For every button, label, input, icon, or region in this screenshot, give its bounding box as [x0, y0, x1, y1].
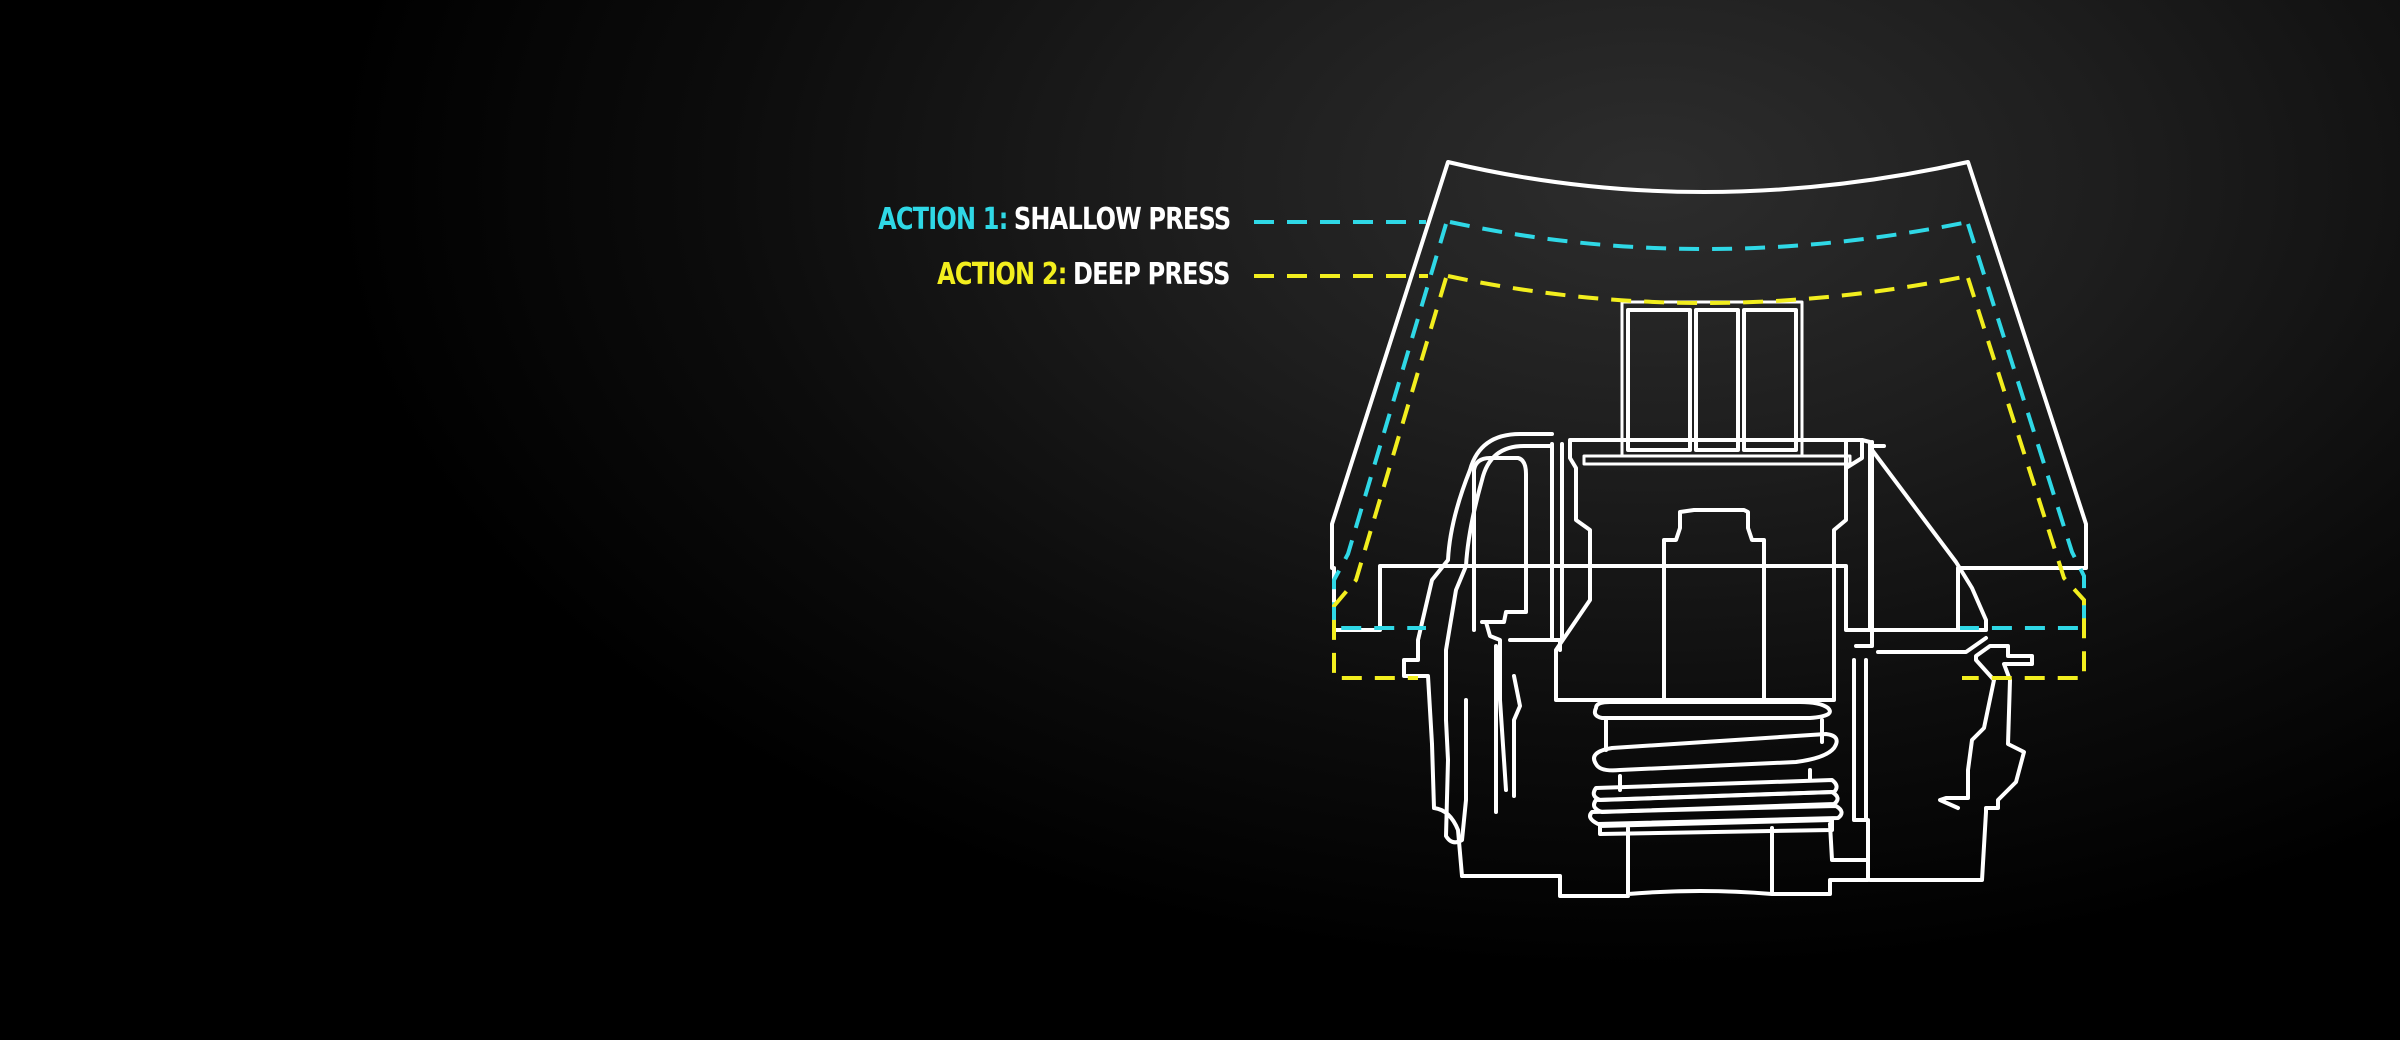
stem-top [1626, 308, 1798, 452]
action-1-desc: SHALLOW PRESS [1013, 202, 1231, 237]
housing-right [1870, 448, 1988, 632]
stem-slider [1662, 508, 1766, 702]
action-2-lead: ACTION 2: [937, 257, 1068, 292]
keycap [1330, 160, 2088, 632]
housing-base [1460, 822, 1870, 898]
action-1-lead: ACTION 1: [877, 202, 1008, 237]
stem-collar [1554, 438, 1864, 702]
action-1-label: ACTION 1:SHALLOW PRESS [877, 202, 1231, 238]
spring [1588, 700, 1844, 836]
action-2-desc: DEEP PRESS [1073, 257, 1230, 292]
action-2-label: ACTION 2:DEEP PRESS [937, 257, 1231, 293]
action-1-outline [1254, 220, 2086, 630]
action-2-outline [1254, 274, 2086, 680]
switch-outline [1330, 160, 2088, 898]
leaf-spring [1472, 456, 1528, 632]
